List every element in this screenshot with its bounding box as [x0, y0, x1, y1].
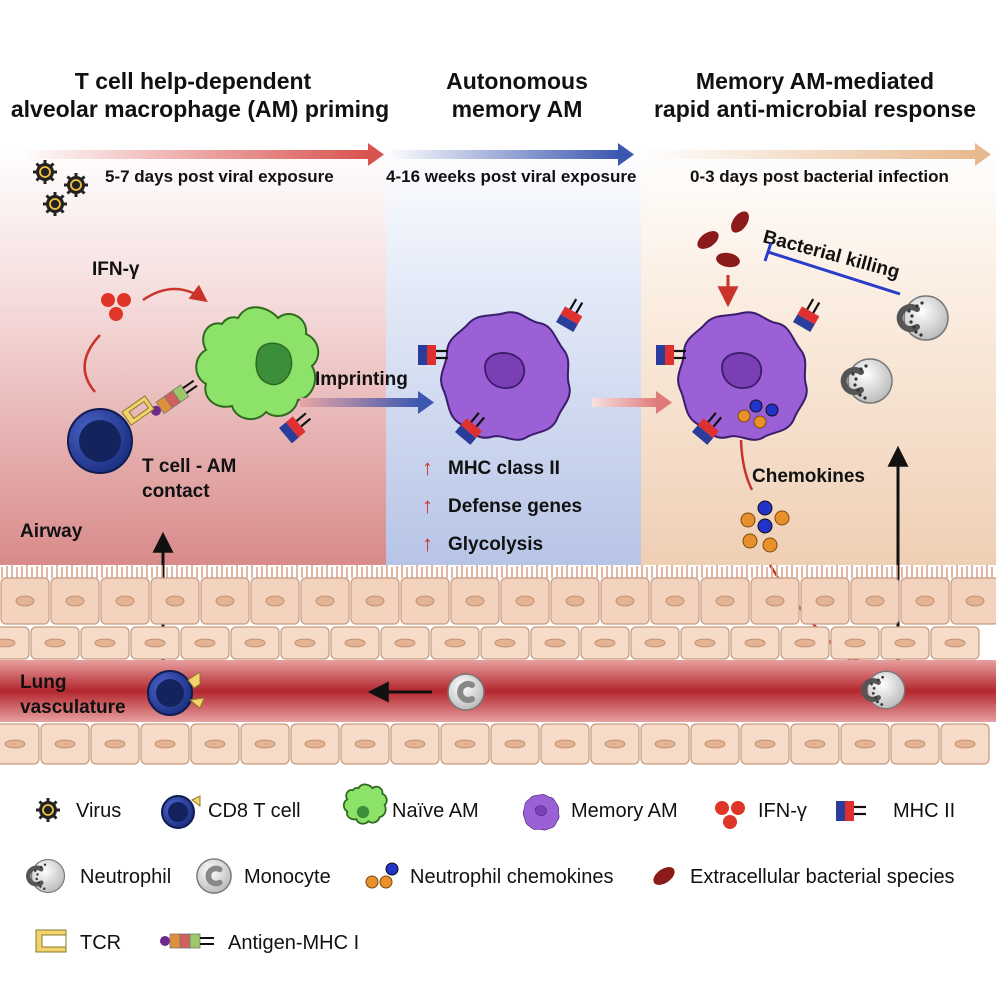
vasculature-label-line1: Lung [20, 672, 66, 693]
legend-monocyte: Monocyte [244, 866, 331, 888]
legend-antigen-mhc1: Antigen-MHC I [228, 932, 359, 954]
ifng-arrow [142, 284, 208, 303]
upregulated-list: ↑ MHC class II ↑ Defense genes ↑ Glycoly… [422, 455, 582, 556]
timeline-arrow-phase1 [20, 143, 384, 166]
vascular-endothelium [0, 723, 990, 765]
monocyte-icon [448, 674, 484, 710]
chemokine-release-arrow [739, 439, 754, 491]
timeline-label-phase2: 4-16 weeks post viral exposure [386, 167, 636, 186]
phase1-header-line1: T cell help-dependent [75, 68, 312, 94]
phase3-header-line2: rapid anti-microbial response [654, 96, 976, 122]
memory-am-cell [440, 311, 571, 441]
phase2-header-line1: Autonomous [446, 68, 588, 94]
tcr-icon [35, 929, 67, 953]
legend-ifng: IFN-γ [758, 800, 807, 822]
virus-icon [41, 190, 69, 218]
upregulated-item: Glycolysis [448, 534, 543, 555]
phase2-header-line2: memory AM [452, 96, 583, 122]
legend-chemokines: Neutrophil chemokines [410, 866, 613, 888]
chemokine-cluster-icon [740, 500, 790, 553]
contact-label-line1: T cell - AM [142, 456, 236, 477]
timeline-label-phase3: 0-3 days post bacterial infection [690, 167, 949, 186]
imprinting-label: Imprinting [315, 369, 408, 390]
antigen-mhc1-icon [160, 933, 214, 949]
upregulated-item: MHC class II [448, 458, 560, 479]
legend-tcr: TCR [80, 932, 121, 954]
timeline-arrow-phase2 [386, 143, 634, 166]
legend-neutrophil: Neutrophil [80, 866, 171, 888]
chemokines-label: Chemokines [752, 466, 865, 487]
airway-epithelium [0, 565, 996, 660]
cd8-t-cell [67, 408, 133, 474]
up-arrow-icon: ↑ [422, 493, 433, 518]
imprinting-arrow [300, 391, 434, 414]
legend-virus: Virus [76, 800, 121, 822]
monocyte-icon [197, 859, 231, 893]
timeline-arrow-phase3 [641, 143, 991, 166]
ifng-label: IFN-γ [92, 259, 140, 280]
bacteria-icon [697, 211, 749, 268]
neutrophil-chemokines-icon [365, 862, 399, 889]
bacteria-icon [653, 867, 675, 885]
legend-bacteria: Extracellular bacterial species [690, 866, 955, 888]
virus-icon [34, 796, 62, 824]
antigen-mhc1-icon [151, 379, 198, 416]
contact-label-line2: contact [142, 481, 210, 502]
cd8-t-cell [147, 670, 205, 716]
phase3-header-line1: Memory AM-mediated [696, 68, 934, 94]
ifng-cluster-icon [101, 293, 131, 321]
upregulated-item: Defense genes [448, 496, 582, 517]
ifng-icon [715, 801, 745, 829]
legend-mhc2: MHC II [893, 800, 955, 822]
legend-memory-am: Memory AM [571, 800, 678, 822]
up-arrow-icon: ↑ [422, 455, 433, 480]
memory-am-icon [522, 794, 560, 831]
vasculature-label-line2: vasculature [20, 697, 126, 718]
virus-icon [31, 158, 59, 186]
tcr-icon [121, 395, 155, 426]
transition-arrow [592, 391, 672, 414]
neutrophil-icon [28, 860, 64, 893]
phase1-header-line2: alveolar macrophage (AM) priming [11, 96, 389, 122]
chemokine-icon [737, 399, 779, 429]
airway-label: Airway [20, 521, 83, 542]
legend: Virus CD8 T cell Naïve AM Memory AM IFN-… [28, 783, 955, 954]
phase1-background [0, 145, 386, 565]
mhc2-icon [834, 799, 868, 823]
naive-am-icon [342, 783, 388, 825]
legend-naive-am: Naïve AM [392, 800, 479, 822]
ifng-loop-arc [83, 334, 101, 393]
timeline-label-phase1: 5-7 days post viral exposure [105, 167, 334, 186]
legend-cd8: CD8 T cell [208, 800, 301, 822]
virus-icon [62, 171, 90, 199]
cd8-t-cell-icon [161, 795, 201, 829]
bacterial-killing-inhibition [763, 242, 901, 296]
naive-am-cell [195, 306, 320, 421]
up-arrow-icon: ↑ [422, 531, 433, 556]
